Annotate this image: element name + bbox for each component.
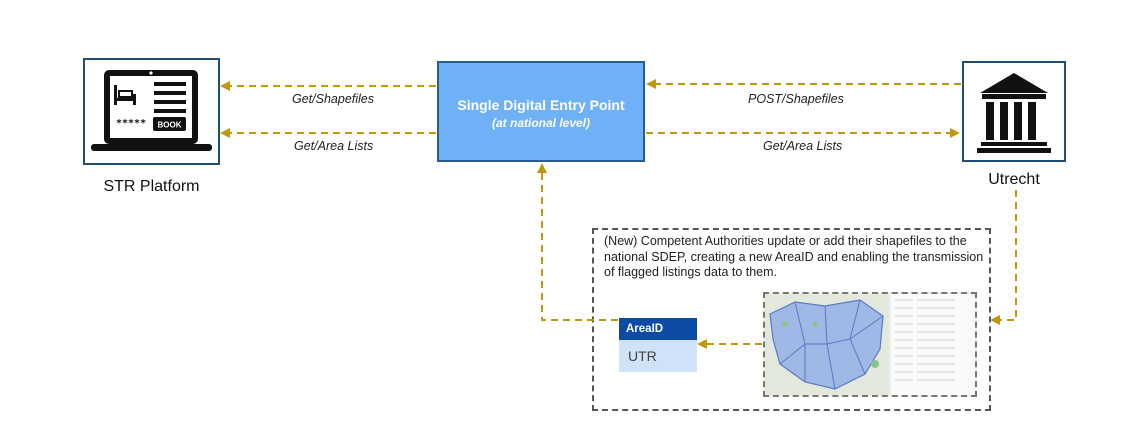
str-platform-label: STR Platform — [103, 178, 200, 195]
note-text: (New) Competent Authorities update or ad… — [604, 234, 984, 279]
sdep-node: Single Digital Entry Point (at national … — [437, 61, 645, 162]
area-id-header: AreaID — [619, 318, 697, 340]
area-id-value: UTR — [619, 340, 697, 372]
edge-label-get-area-lists-right: Get/Area Lists — [763, 139, 843, 153]
arrow-table-to-sdep — [537, 163, 618, 321]
sdep-subtitle: (at national level) — [491, 116, 591, 130]
edge-label-get-shapefiles: Get/Shapefiles — [292, 92, 374, 106]
edge-label-get-area-lists-left: Get/Area Lists — [294, 139, 374, 153]
utrecht-label: Utrecht — [988, 171, 1040, 188]
area-id-table: AreaID UTR — [619, 318, 697, 372]
edge-label-post-shapefiles: POST/Shapefiles — [748, 92, 844, 106]
utrecht-node — [962, 61, 1066, 162]
arrow-utrecht-to-note — [990, 190, 1017, 325]
sdep-title: Single Digital Entry Point — [457, 97, 625, 113]
book-button-label: BOOK — [158, 121, 182, 130]
government-building-icon — [977, 73, 1051, 153]
str-platform-node: ***** BOOK — [83, 58, 220, 165]
rating-stars: ***** — [116, 118, 146, 129]
shapefile-map-screenshot-icon — [763, 292, 977, 397]
laptop-booking-icon: ***** BOOK — [91, 70, 212, 151]
